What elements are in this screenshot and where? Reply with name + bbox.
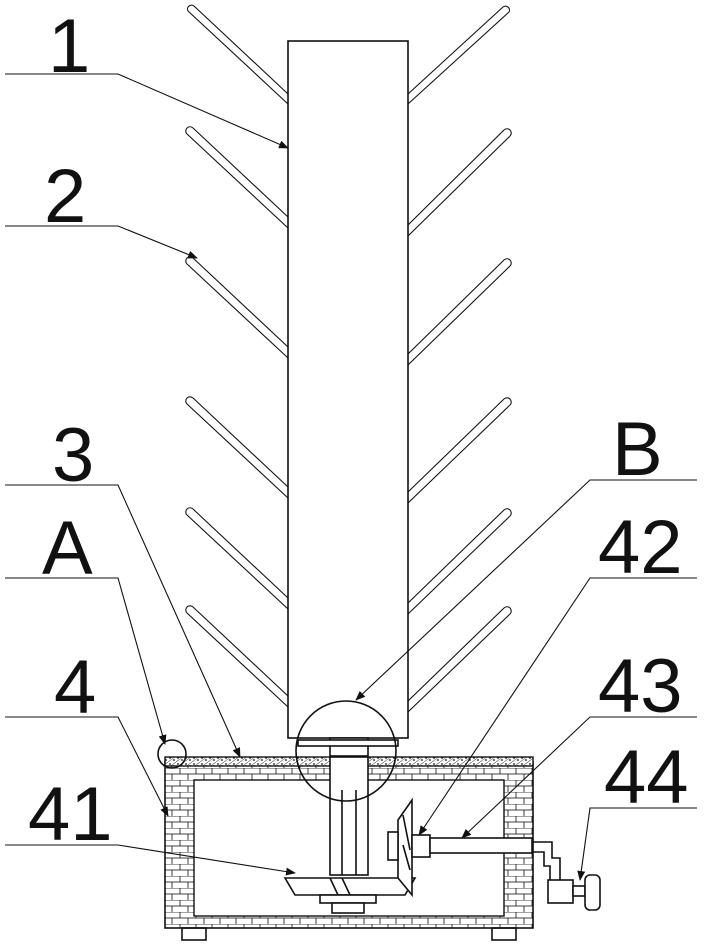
right-arms <box>407 5 512 713</box>
arm-right-5 <box>407 508 512 615</box>
leader-43 <box>461 716 697 839</box>
arm-left-6 <box>185 605 289 708</box>
arm-left-4 <box>185 396 289 499</box>
drive-shaft-43 <box>429 837 561 880</box>
arm-right-6 <box>407 606 512 713</box>
main-column <box>287 40 409 739</box>
leader-b <box>355 479 697 701</box>
arm-right-3 <box>407 258 512 366</box>
arm-left-3 <box>185 256 289 359</box>
arm-left-5 <box>185 507 289 610</box>
detail-circle-b <box>295 700 397 802</box>
leader-2 <box>5 225 198 259</box>
arm-left-2 <box>185 126 289 229</box>
reference-labels: 1 2 3 A 4 41 B 42 43 44 <box>28 4 689 857</box>
bevel-gear-41 <box>283 877 417 914</box>
leader-1 <box>5 73 289 149</box>
detail-circle-a <box>157 739 187 769</box>
bevel-gear-42 <box>387 797 431 898</box>
label-44: 44 <box>604 735 689 820</box>
arm-right-2 <box>407 128 512 237</box>
leader-a <box>5 577 167 745</box>
arm-left-1 <box>187 4 289 105</box>
label-42: 42 <box>598 505 683 590</box>
label-41: 41 <box>28 772 113 857</box>
leader-3 <box>5 484 241 758</box>
arm-right-4 <box>407 397 512 504</box>
left-arms <box>185 4 289 708</box>
label-1: 1 <box>48 4 90 89</box>
label-a: A <box>42 506 93 591</box>
arm-right-1 <box>407 5 510 105</box>
label-2: 2 <box>44 154 86 239</box>
leader-lines <box>5 73 697 881</box>
base-foot-left <box>181 927 207 941</box>
hand-crank-44 <box>547 874 601 911</box>
base-foot-right <box>491 927 517 941</box>
leader-4 <box>5 716 169 817</box>
label-4: 4 <box>54 645 96 730</box>
label-b: B <box>612 407 663 492</box>
leader-42 <box>418 577 697 836</box>
leader-44 <box>577 807 697 881</box>
leader-41 <box>5 844 296 876</box>
label-3: 3 <box>52 413 94 498</box>
column-shaft <box>297 737 399 876</box>
label-43: 43 <box>598 644 683 729</box>
